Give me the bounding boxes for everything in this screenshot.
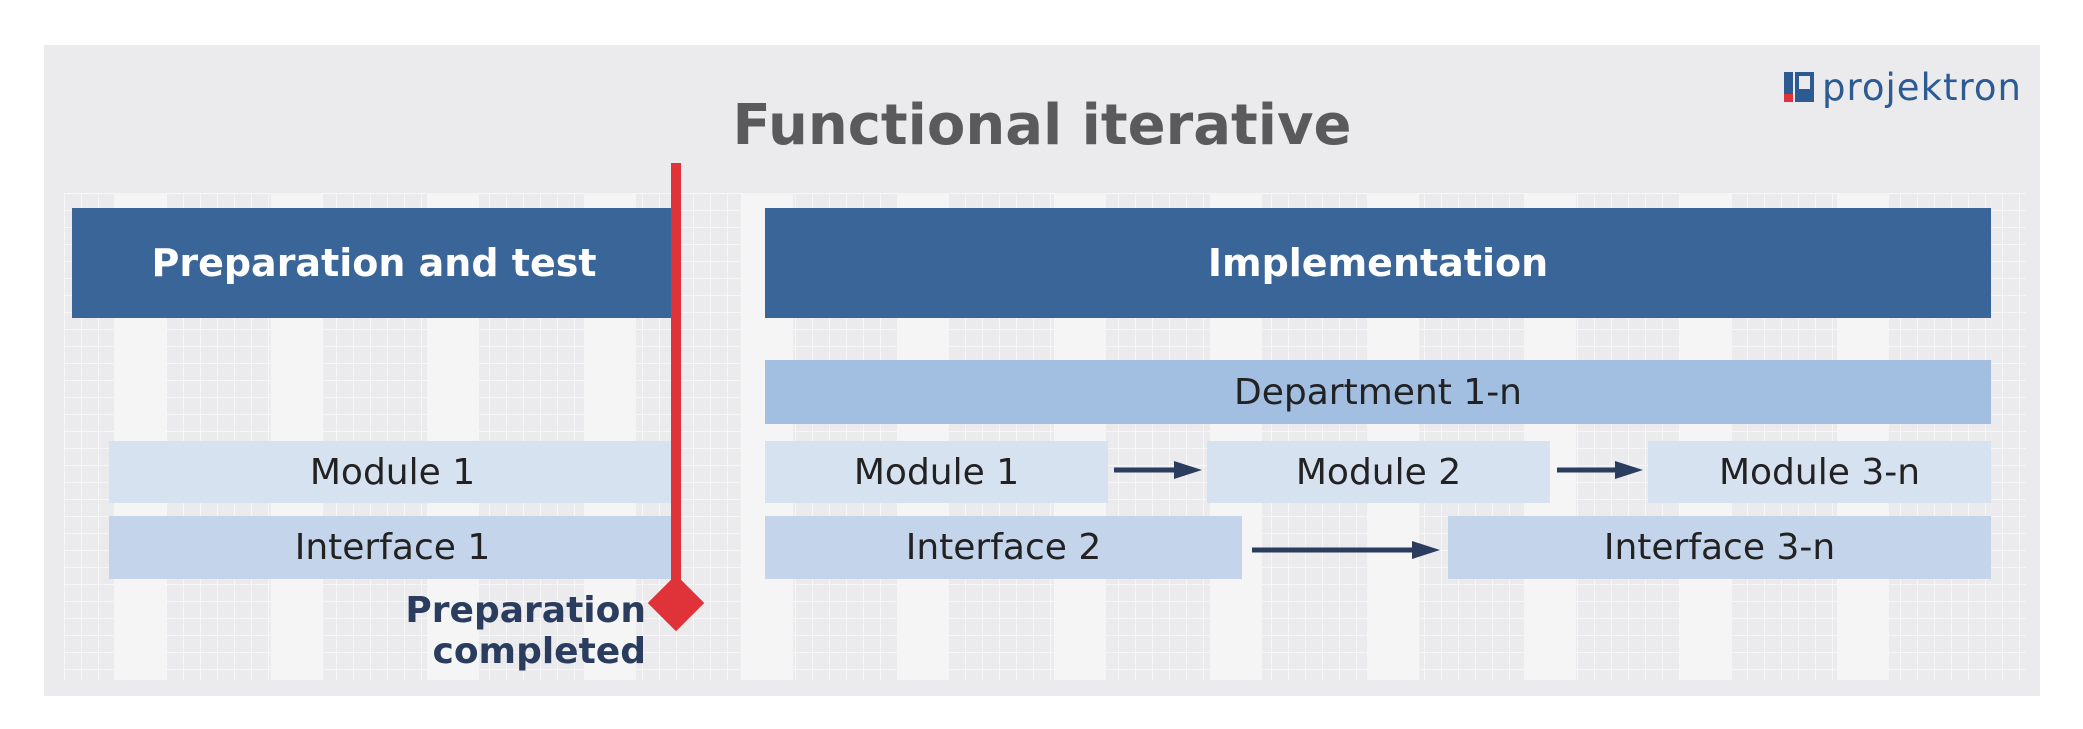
prep-module-1-bar: Module 1 bbox=[109, 441, 676, 503]
milestone-line bbox=[671, 163, 681, 623]
logo-text: projektron bbox=[1822, 65, 2022, 109]
impl-interface-3n-bar: Interface 3-n bbox=[1448, 516, 1991, 579]
arrow-right-icon bbox=[1114, 461, 1202, 479]
arrow-right-icon bbox=[1252, 541, 1440, 559]
department-bar: Department 1-n bbox=[765, 360, 1991, 424]
impl-module-3n-bar: Module 3-n bbox=[1648, 441, 1991, 503]
phase-preparation-header: Preparation and test bbox=[72, 208, 676, 318]
projektron-logo-icon bbox=[1784, 72, 1814, 102]
phase-implementation-header: Implementation bbox=[765, 208, 1991, 318]
impl-module-1-bar: Module 1 bbox=[765, 441, 1108, 503]
milestone-label: Preparation completed bbox=[405, 590, 646, 672]
diagram-title: Functional iterative bbox=[732, 93, 1352, 158]
prep-interface-1-bar: Interface 1 bbox=[109, 516, 676, 579]
impl-interface-2-bar: Interface 2 bbox=[765, 516, 1242, 579]
logo: projektron bbox=[1784, 65, 2022, 109]
arrow-right-icon bbox=[1557, 461, 1643, 479]
impl-module-2-bar: Module 2 bbox=[1207, 441, 1550, 503]
